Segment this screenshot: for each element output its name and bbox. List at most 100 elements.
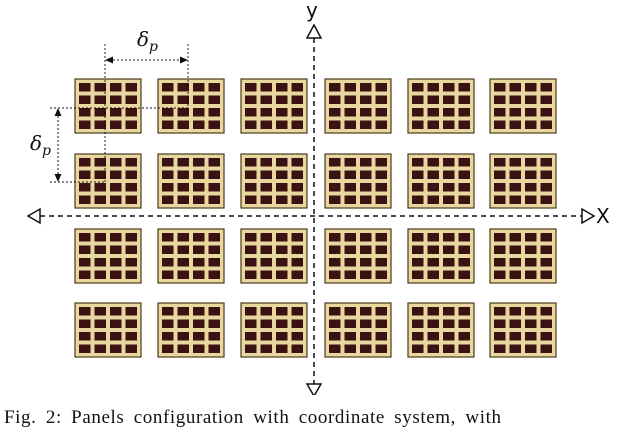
panel-cell (276, 233, 288, 242)
panel-cell (525, 158, 537, 167)
panel-cell (94, 307, 106, 316)
solar-panel (240, 78, 308, 134)
panel-cell (494, 83, 506, 92)
solar-panel (240, 228, 308, 284)
panel-cell (276, 258, 288, 267)
figure-caption: Fig. 2: Panels configuration with coordi… (4, 407, 502, 428)
panel-cell (125, 195, 137, 204)
panel-cell (245, 195, 257, 204)
panel-cell (443, 183, 455, 192)
panel-cell (458, 319, 470, 328)
panel-cell (208, 319, 220, 328)
panel-cell (494, 233, 506, 242)
panel-cell (329, 344, 341, 353)
panel-cell (193, 108, 205, 117)
panel-cell (412, 270, 424, 279)
panel-cell (162, 245, 174, 254)
panel-cell (540, 233, 552, 242)
panel-cell (125, 158, 137, 167)
panel-cell (443, 108, 455, 117)
panel-cell (79, 158, 91, 167)
panel-cell (329, 83, 341, 92)
panel-cell (291, 95, 303, 104)
panel-cell (509, 245, 521, 254)
dimension-arrow-up-icon (54, 108, 62, 116)
panel-cell (291, 83, 303, 92)
panel-cell (540, 120, 552, 129)
panel-cell (329, 183, 341, 192)
panel-cell (177, 95, 189, 104)
panel-cell (443, 83, 455, 92)
panel-cell (208, 307, 220, 316)
panel-cell (245, 158, 257, 167)
panel-cell (125, 108, 137, 117)
panel-cell (94, 258, 106, 267)
panel-cell (276, 108, 288, 117)
panel-cell (540, 245, 552, 254)
panel-cell (344, 344, 356, 353)
panel-cell (329, 158, 341, 167)
panel-cell (540, 170, 552, 179)
panel-cell (412, 233, 424, 242)
panel-cell (260, 95, 272, 104)
panel-cell (375, 195, 387, 204)
solar-panel (324, 228, 392, 284)
panel-cell (540, 258, 552, 267)
panel-cell (344, 158, 356, 167)
panel-cell (360, 95, 372, 104)
panel-cell (344, 183, 356, 192)
panel-cell (94, 120, 106, 129)
panel-cell (162, 319, 174, 328)
panel-cell (79, 183, 91, 192)
panel-cell (162, 83, 174, 92)
panel-cell (427, 270, 439, 279)
panel-cell (79, 120, 91, 129)
panel-cell (494, 319, 506, 328)
panel-cell (193, 319, 205, 328)
solar-panel (74, 228, 142, 284)
panel-cell (329, 195, 341, 204)
panel-cell (494, 270, 506, 279)
solar-panel (324, 153, 392, 209)
panel-cell (79, 245, 91, 254)
panel-cell (412, 95, 424, 104)
panel-cell (360, 158, 372, 167)
dimension-arrow-down-icon (54, 174, 62, 182)
panel-cell (329, 319, 341, 328)
panel-cell (525, 344, 537, 353)
panel-cell (276, 170, 288, 179)
panel-cell (344, 258, 356, 267)
panel-cell (360, 245, 372, 254)
panel-cell (79, 258, 91, 267)
panel-cell (245, 258, 257, 267)
panel-cell (427, 332, 439, 341)
solar-panel (489, 228, 557, 284)
panel-cell (260, 245, 272, 254)
panel-cell (110, 332, 122, 341)
panel-cell (94, 245, 106, 254)
panel-cell (276, 307, 288, 316)
panel-cell (291, 108, 303, 117)
panel-cell (162, 95, 174, 104)
panel-cell (540, 83, 552, 92)
panel-cell (412, 258, 424, 267)
panel-cell (509, 158, 521, 167)
panel-cell (208, 195, 220, 204)
panel-cell (245, 95, 257, 104)
panel-cell (458, 270, 470, 279)
panel-cell (276, 270, 288, 279)
panel-cell (494, 183, 506, 192)
panel-cell (427, 233, 439, 242)
panel-cell (443, 233, 455, 242)
panel-cell (245, 233, 257, 242)
panel-cell (125, 83, 137, 92)
panel-cell (208, 270, 220, 279)
panel-cell (427, 195, 439, 204)
panel-cell (509, 319, 521, 328)
panel-cell (360, 233, 372, 242)
panel-cell (177, 307, 189, 316)
panel-cell (509, 195, 521, 204)
panel-cell (208, 120, 220, 129)
panel-cell (494, 120, 506, 129)
panel-cell (208, 183, 220, 192)
